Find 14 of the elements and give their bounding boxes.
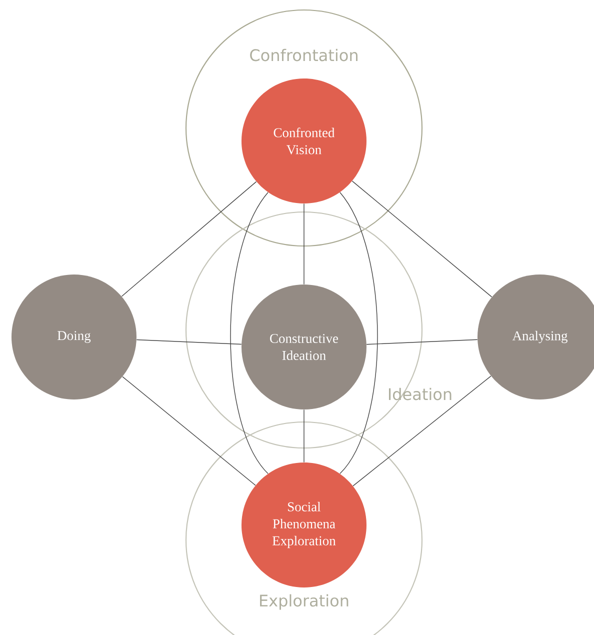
connector-line [121,181,257,297]
circle-node: Doing [12,274,136,400]
connector-line [366,339,478,345]
connector-line [122,376,256,486]
ring-label: Confrontation [250,48,358,62]
connector-line [352,180,492,298]
ring-label: Exploration [260,594,348,610]
connector-line [230,192,268,474]
connector-line [352,376,492,486]
circle-node: Constructive Ideation [242,284,366,410]
connector-line [136,339,242,345]
circle-node: Confronted Vision [242,78,366,204]
circle-node: Social Phenomena Exploration [242,462,366,588]
connector-line [340,192,378,474]
